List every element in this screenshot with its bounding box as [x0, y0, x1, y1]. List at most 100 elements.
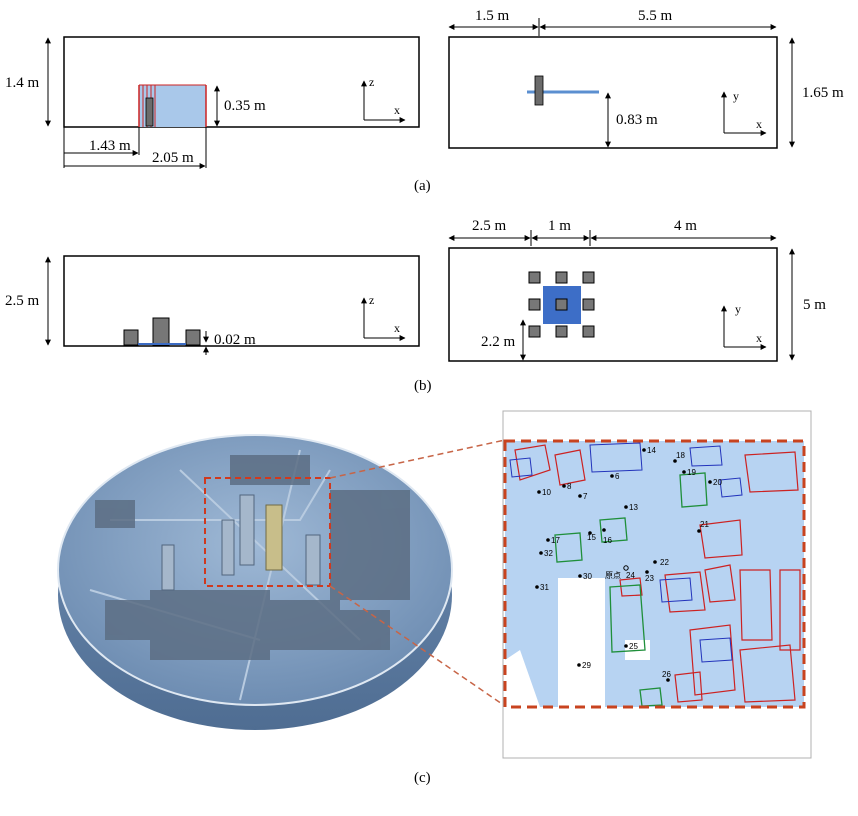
- offset-label: 2.2 m: [481, 334, 516, 350]
- point-marker: [578, 574, 582, 578]
- cluster: [150, 590, 270, 660]
- building-outline: [699, 519, 743, 559]
- domain-outline: [448, 36, 778, 149]
- point-label: 16: [603, 536, 612, 545]
- tower: [239, 494, 255, 566]
- building-outline: [554, 449, 586, 486]
- height-label: 1.4 m: [5, 75, 40, 91]
- point-marker: [697, 529, 701, 533]
- cluster: [105, 600, 160, 640]
- point-label: 31: [540, 583, 549, 592]
- cube: [528, 325, 541, 338]
- point-marker: [673, 459, 677, 463]
- cube-tall: [152, 317, 170, 346]
- panel-b-side-view: 2.5 m 0.02 m z x: [5, 255, 420, 355]
- point-label: 6: [615, 472, 620, 481]
- point-label: 13: [629, 503, 638, 512]
- building-outline: [509, 457, 533, 478]
- point-label: 25: [629, 642, 638, 651]
- cube: [582, 298, 595, 311]
- cube: [555, 325, 568, 338]
- building-outline: [744, 451, 799, 493]
- focus-frame: [204, 477, 331, 587]
- tower: [161, 544, 175, 591]
- width-label: 1.65 m: [802, 85, 844, 101]
- downstream-label: 4 m: [674, 218, 697, 234]
- point-marker: [546, 538, 550, 542]
- point-marker: [610, 474, 614, 478]
- panel-a-top-view: 1.5 m 5.5 m 1.65 m 0.83 m y x: [448, 8, 844, 149]
- building-outline: [699, 637, 733, 663]
- tower: [221, 519, 235, 576]
- building-outline: [639, 687, 663, 707]
- white-area: [558, 578, 605, 707]
- cube: [528, 271, 541, 284]
- building-outline: [659, 577, 693, 603]
- cube-left: [123, 329, 139, 346]
- map-dashed-frame: [503, 439, 806, 709]
- cube-right: [185, 329, 201, 346]
- building-outline: [779, 569, 801, 651]
- building-outline: [664, 571, 706, 613]
- building-outline: [674, 671, 703, 703]
- panel-a: 1.4 m 0.35 m 1.43 m 2.05 m z x 1: [5, 8, 844, 194]
- point-marker: [539, 551, 543, 555]
- tree-element: [534, 75, 544, 106]
- cluster: [95, 500, 135, 528]
- caption-c: (c): [414, 770, 431, 786]
- building-outline: [619, 577, 643, 597]
- plan-map: 10 8 7 6 13 14 15 16 17 18 19: [502, 410, 812, 759]
- white-area: [505, 650, 540, 707]
- axis-x-label: x: [394, 103, 400, 117]
- cube: [582, 325, 595, 338]
- cube: [555, 271, 568, 284]
- cluster: [230, 455, 310, 485]
- point-label: 8: [567, 482, 572, 491]
- point-label: 23: [645, 574, 654, 583]
- point-marker: [578, 494, 582, 498]
- point-label: 14: [647, 446, 656, 455]
- domain-outline: [63, 36, 420, 128]
- point-label: 22: [660, 558, 669, 567]
- panel-b-top-view: 2.5 m 1 m 4 m 5 m 2.2 m y x: [448, 218, 826, 362]
- point-label: 17: [551, 536, 560, 545]
- block-height-label: 0.35 m: [224, 98, 266, 114]
- point-label: 7: [583, 492, 588, 501]
- blue-buildings: [509, 442, 743, 663]
- point-marker: [562, 484, 566, 488]
- point-label: 21: [700, 520, 709, 529]
- point-marker: [645, 570, 649, 574]
- cube: [528, 298, 541, 311]
- point-marker: [602, 528, 606, 532]
- cube: [555, 298, 568, 311]
- highlighted-tower: [265, 504, 283, 571]
- building-outline: [739, 569, 773, 641]
- point-marker: [624, 505, 628, 509]
- building-outline: [689, 445, 723, 467]
- axis-y-label: y: [735, 302, 741, 316]
- point-label: 24: [626, 571, 635, 580]
- panel-c: 10 8 7 6 13 14 15 16 17 18 19: [57, 410, 812, 786]
- origin-marker: [623, 565, 629, 571]
- point-label: 32: [544, 549, 553, 558]
- cube-array: [528, 271, 595, 338]
- axis-x-label: x: [756, 331, 762, 345]
- upstream-label: 1.5 m: [475, 8, 510, 24]
- building-outline: [679, 472, 708, 508]
- axis-x-label: x: [756, 117, 762, 131]
- point-marker: [682, 470, 686, 474]
- building-outline: [599, 517, 628, 543]
- domain-outline: [63, 255, 420, 347]
- point-marker: [537, 490, 541, 494]
- dist2-label: 2.05 m: [152, 150, 194, 166]
- axis-z-label: z: [369, 75, 374, 89]
- red-buildings: [514, 444, 801, 703]
- point-marker: [588, 531, 592, 535]
- point-marker: [642, 448, 646, 452]
- block-label: 1 m: [548, 218, 571, 234]
- cluster: [330, 490, 410, 600]
- point-label: 15: [587, 533, 596, 542]
- building-outline: [609, 584, 646, 653]
- point-marker: [666, 678, 670, 682]
